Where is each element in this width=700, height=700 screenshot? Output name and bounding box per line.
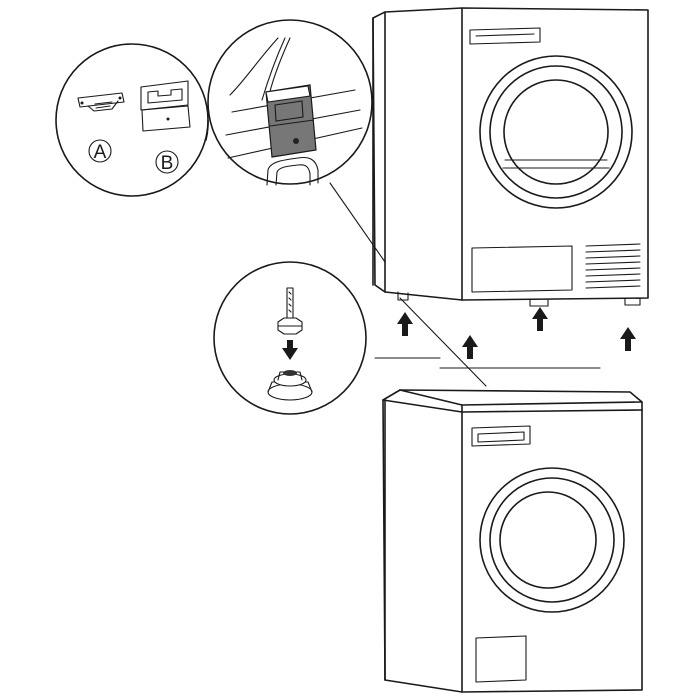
- label-b-circle: [155, 150, 179, 174]
- leader-line: [399, 297, 487, 387]
- washing-machine: [382, 389, 643, 693]
- dryer: [372, 7, 649, 307]
- dryer-bottom-panel: [471, 245, 573, 293]
- arrow-up-icon: [532, 307, 548, 331]
- callout-parts: A B: [55, 19, 386, 263]
- arrow-up-icon: [620, 327, 636, 351]
- part-b-bracket: [140, 80, 191, 132]
- arrow-up-icon: [397, 312, 413, 336]
- callout-foot: [213, 261, 367, 415]
- label-a: A: [94, 142, 107, 163]
- up-arrows: [397, 307, 636, 359]
- callout-leader: [329, 182, 386, 263]
- label-a-circle: [88, 139, 112, 163]
- arrow-down-icon: [282, 340, 298, 360]
- washer-door: [479, 467, 625, 613]
- arrow-up-icon: [462, 335, 478, 359]
- installed-bracket: [265, 84, 317, 158]
- dryer-door: [479, 55, 633, 209]
- foot-base: [267, 370, 313, 401]
- part-a-bracket: [77, 92, 125, 112]
- label-b: B: [161, 153, 174, 174]
- washer-bottom-panel: [475, 635, 527, 683]
- dryer-vent: [585, 243, 641, 289]
